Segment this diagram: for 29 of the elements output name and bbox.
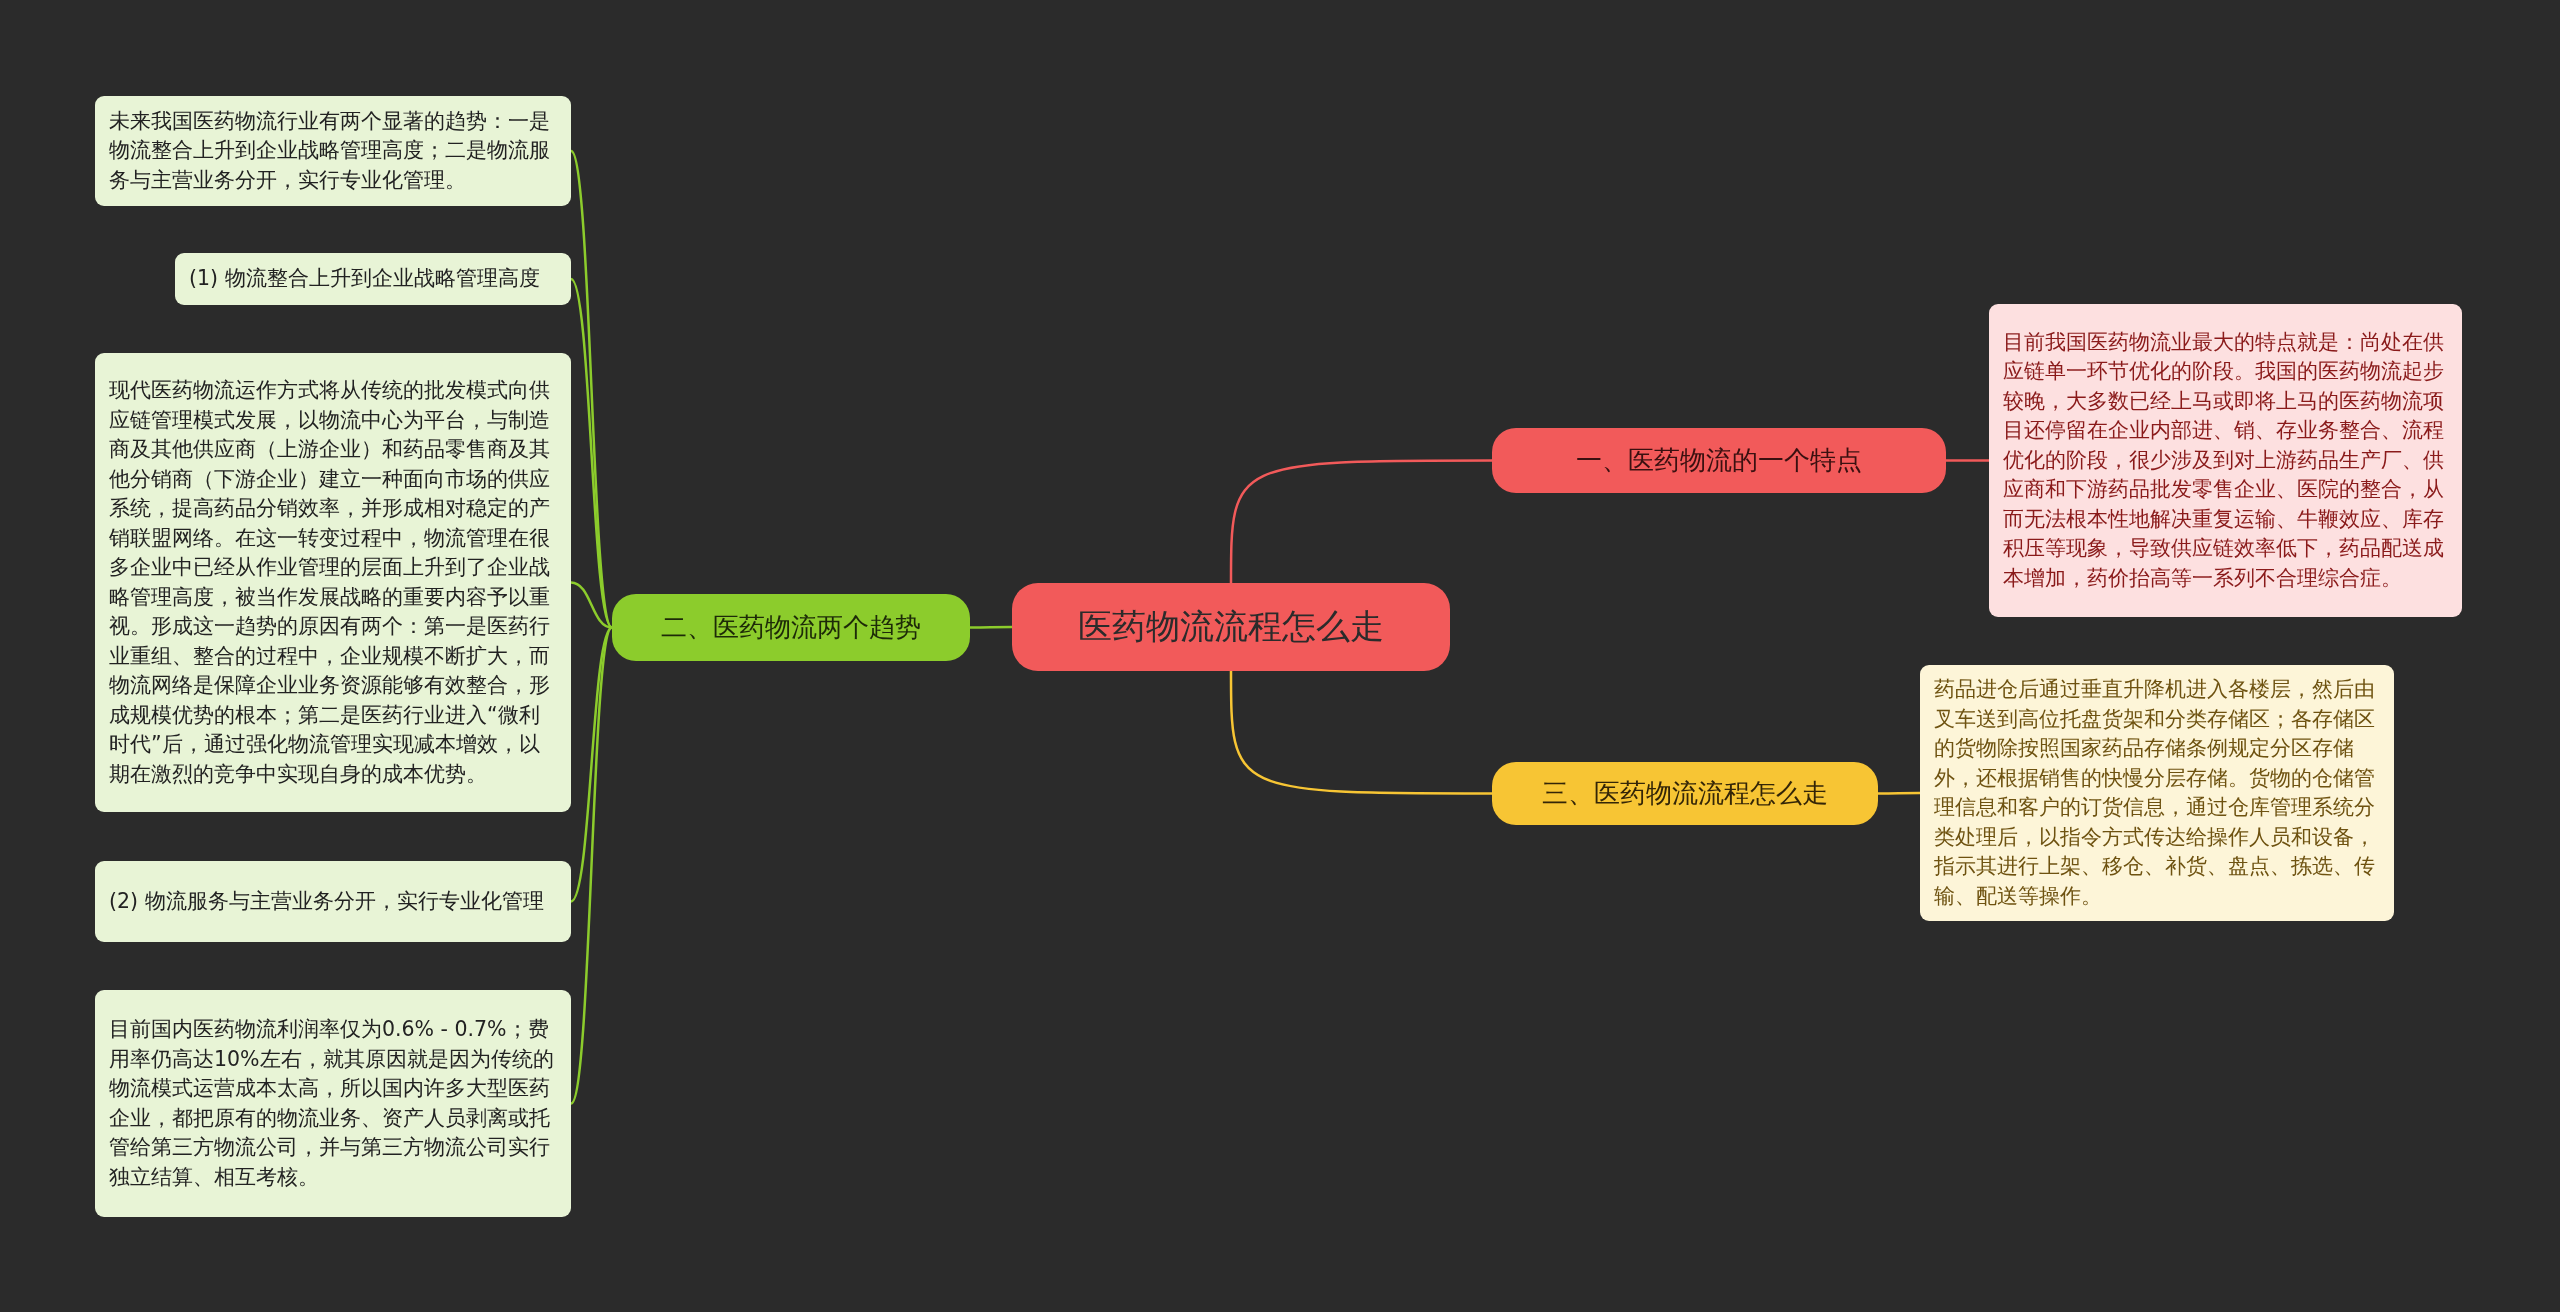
node-text: (2) 物流服务与主营业务分开，实行专业化管理 <box>109 887 545 915</box>
branch-topic <box>612 594 970 661</box>
node-text: 现代医药物流运作方式将从传统的批发模式向供应链管理模式发展，以物流中心为平台，与制造商及其他供应商（上游企业）和药品零售商及其他分销商（下游企业）建立一种面向市场的供应系统，提高药品分销效率，并形成相对稳定的产销联盟网络。在这一转变过程中，物流管理在很多企业中已经从作业管理的层面上升到了企业战略管理高度，被当作发展战略的重要内容予以重视。形成这一趋势的原因有两个：第一是医药行业重组、整合的过程中，企业规模不断扩大，而物流网络是保障企业业务资源能够有效整合，形成规模优势的根本；第二是医药行业进入“微利时代”后，通过强化物流管理实现减本增效，以期在激烈的竞争中实现自身的成本优势。 <box>109 377 551 788</box>
note-card <box>95 353 571 812</box>
node-text: 三、医药物流流程怎么走 <box>1541 777 1829 810</box>
node-text: 二、医药物流两个趋势 <box>660 611 922 644</box>
central-topic <box>1012 583 1450 671</box>
branch-topic <box>1492 762 1878 825</box>
connector-line <box>970 625 1012 629</box>
node-text: (1) 物流整合上升到企业战略管理高度 <box>189 265 541 293</box>
node-text: 药品进仓后通过垂直升降机进入各楼层，然后由叉车送到高位托盘货架和分类存储区；各存储区的货物除按照国家药品存储条例规定分区存储外，还根据销售的快慢分层存储。货物的仓储管理信息和客户的订货信息，通过仓库管理系统分类处理后，以指令方式传达给操作人员和设备，指示其进行上架、移仓、补货、盘点、拣选、传输、配送等操作。 <box>1934 676 2376 910</box>
connector-line <box>569 278 614 629</box>
note-card <box>95 96 571 206</box>
node-text: 目前国内医药物流利润率仅为0.6% - 0.7%；费用率仍高达10%左右，就其原因就是因为传统的物流模式运营成本太高，所以国内许多大型医药企业，都把原有的物流业务、资产人员剥离或托管给第三方物流公司，并与第三方物流公司实行独立结算、相互考核。 <box>109 1016 555 1191</box>
connector-line <box>1229 671 1492 795</box>
connector-line <box>1946 459 1989 462</box>
node-text: 医药物流流程怎么走 <box>1077 605 1385 648</box>
node-text: 一、医药物流的一个特点 <box>1575 444 1863 477</box>
node-text: 未来我国医药物流行业有两个显著的趋势：一是物流整合上升到企业战略管理高度；二是物流服务与主营业务分开，实行专业化管理。 <box>109 107 551 194</box>
connector-line <box>1229 459 1492 583</box>
note-card <box>95 990 571 1217</box>
note-card <box>1989 304 2462 617</box>
connector-line <box>569 626 614 1105</box>
node-text: 目前我国医药物流业最大的特点就是：尚处在供应链单一环节优化的阶段。我国的医药物流起步较晚，大多数已经上马或即将上马的医药物流项目还停留在企业内部进、销、存业务整合、流程优化的阶段，很少涉及到对上游药品生产厂、供应商和下游药品批发零售企业、医院的整合，从而无法根本性地解决重复运输、牛鞭效应、库存积压等现象，导致供应链效率低下，药品配送成本增加，药价抬高等一系列不合理综合症。 <box>2003 328 2445 592</box>
connector-line <box>1878 791 1920 795</box>
note-card <box>175 253 571 305</box>
branch-topic <box>1492 428 1946 493</box>
connector-line <box>570 581 613 629</box>
note-card <box>95 861 571 942</box>
